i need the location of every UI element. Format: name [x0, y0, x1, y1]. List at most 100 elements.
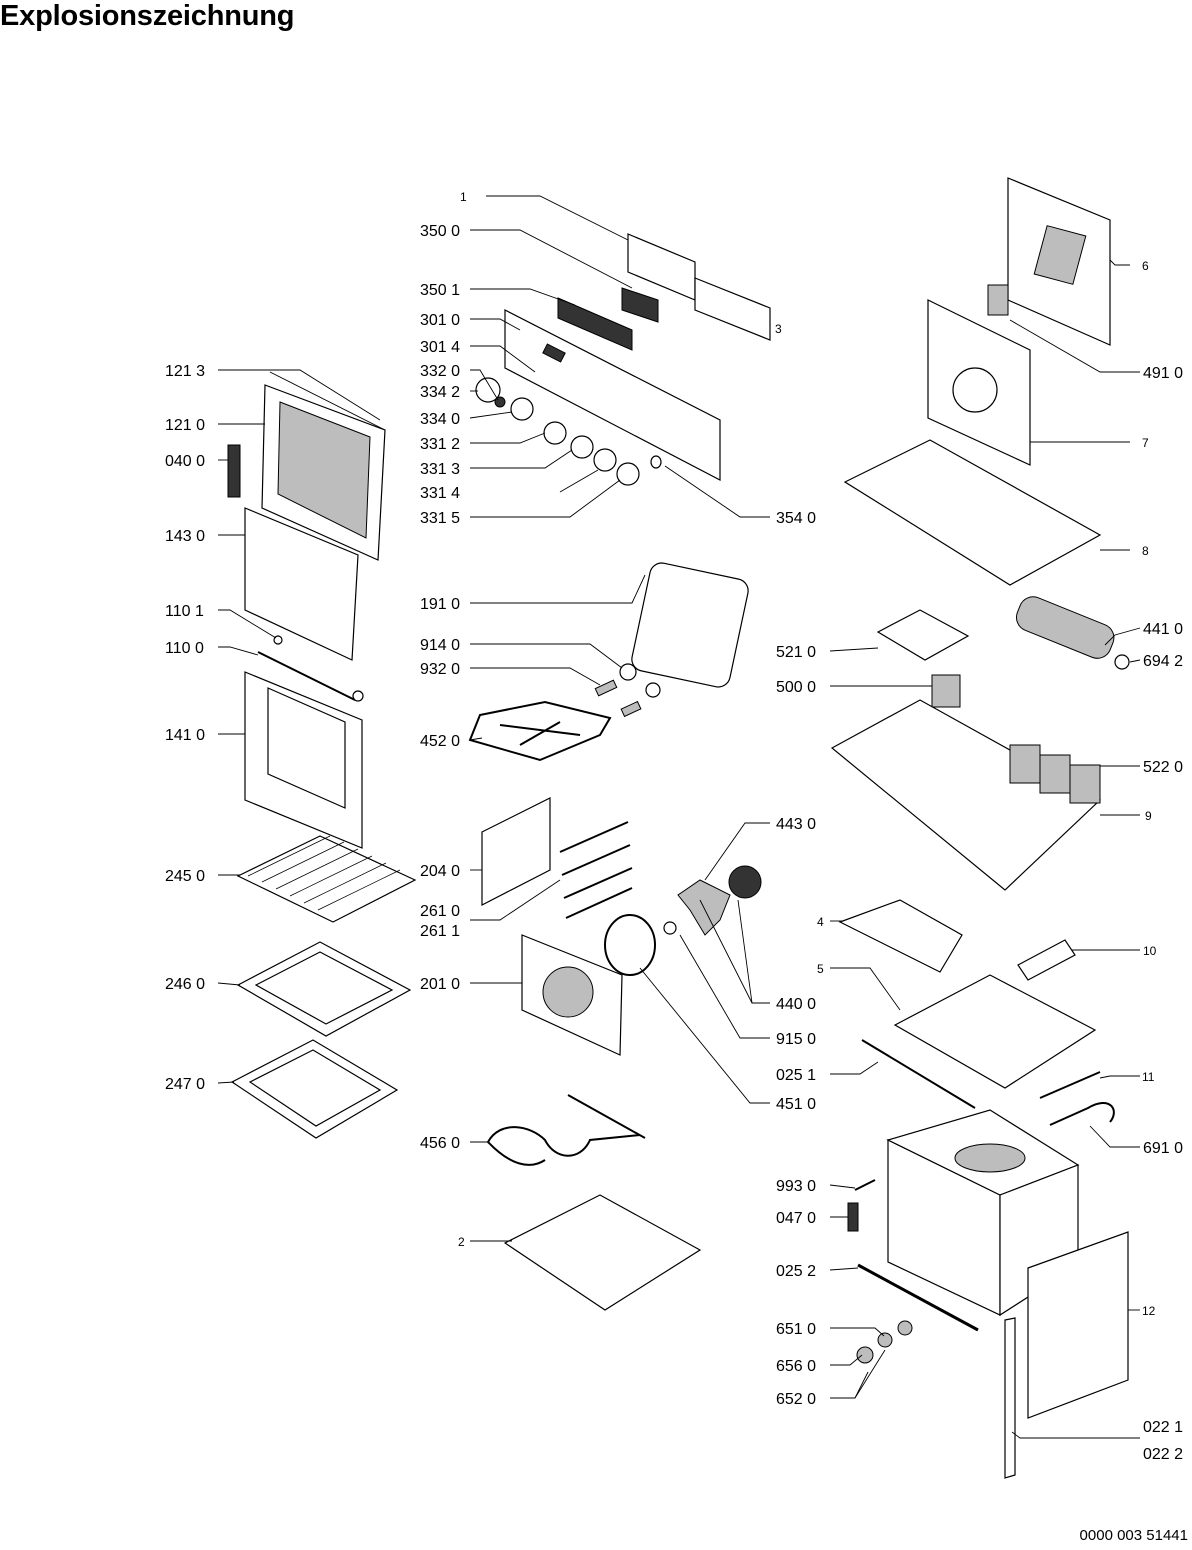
- callout-3: 3: [775, 322, 782, 336]
- part-knob-334-0: [510, 397, 534, 421]
- part-fan-connector-694-2: [1114, 654, 1130, 670]
- callout-354-0: 354 0: [776, 510, 816, 527]
- part-ring-heating-element: [604, 914, 656, 976]
- part-fan-cover-grille: [542, 966, 594, 1018]
- part-knob-331-3: [570, 435, 594, 459]
- part-switch-module-350-0: [621, 287, 659, 323]
- callout-204-0: 204 0: [420, 863, 460, 880]
- part-lamp-cover-914: [619, 663, 637, 681]
- callout-932-0: 932 0: [420, 661, 460, 678]
- callout-331-5: 331 5: [420, 510, 460, 527]
- part-knob-334-2: [475, 377, 501, 403]
- callout-441-0: 441 0: [1143, 621, 1183, 638]
- callout-110-0: 110 0: [165, 640, 204, 657]
- part-rail-025-1: [861, 1039, 976, 1109]
- parts-layer: [227, 177, 1130, 1479]
- part-clip-047: [847, 1202, 859, 1232]
- part-knob-331-4: [593, 448, 617, 472]
- callout-522-0: 522 0: [1143, 759, 1183, 776]
- part-button-656: [856, 1346, 874, 1364]
- part-fan-nut-915: [663, 921, 677, 935]
- callout-656-0: 656 0: [776, 1358, 816, 1375]
- part-bracket-4: [838, 899, 963, 973]
- callout-334-2: 334 2: [420, 384, 460, 401]
- callout-914-0: 914 0: [420, 637, 460, 654]
- callout-10: 10: [1143, 944, 1157, 958]
- part-side-panel-12: [1027, 1231, 1129, 1419]
- part-top-cover: [843, 439, 1102, 586]
- callout-143-0: 143 0: [165, 528, 205, 545]
- part-knob-332-0: [494, 396, 506, 408]
- callout-110-1: 110 1: [165, 603, 204, 620]
- callout-201-0: 201 0: [420, 976, 460, 993]
- part-door-hinge: [227, 444, 241, 498]
- callout-443-0: 443 0: [776, 816, 816, 833]
- callout-350-1: 350 1: [420, 282, 460, 299]
- part-door-seal: [631, 562, 749, 688]
- part-bottom-plate: [503, 1194, 702, 1311]
- part-door-clip-end: [352, 690, 364, 702]
- callout-047-0: 047 0: [776, 1210, 816, 1227]
- callout-022-1: 022 1: [1143, 1419, 1183, 1436]
- part-side-rail-022: [1004, 1317, 1016, 1479]
- callout-301-4: 301 4: [420, 339, 460, 356]
- part-outer-door-window: [267, 687, 346, 809]
- page-title: Explosionszeichnung: [0, 0, 295, 32]
- part-baking-tray-inner: [254, 951, 394, 1025]
- part-switch-module-350-1: [557, 297, 633, 351]
- callout-456-0: 456 0: [420, 1135, 460, 1152]
- part-transformer: [987, 284, 1009, 316]
- callout-261-1: 261 1: [420, 923, 460, 940]
- part-fan-motor: [728, 865, 762, 899]
- part-thermostat-691: [1049, 1102, 1115, 1126]
- callout-040-0: 040 0: [165, 453, 205, 470]
- part-wire-shelf-bars: [247, 835, 401, 911]
- callout-500-0: 500 0: [776, 679, 816, 696]
- part-control-module-521: [876, 609, 970, 661]
- callout-521-0: 521 0: [776, 644, 816, 661]
- callout-025-2: 025 2: [776, 1263, 816, 1280]
- callout-993-0: 993 0: [776, 1178, 816, 1195]
- part-door-switch-651b: [897, 1320, 913, 1336]
- part-rear-cover-vent: [1033, 225, 1087, 285]
- part-knob-331-2: [543, 421, 567, 445]
- part-knob-331-5: [616, 462, 640, 486]
- part-bottom-heating-element: [487, 1094, 646, 1166]
- part-panel-spacer-354-0: [650, 455, 662, 469]
- part-rod-11: [1039, 1071, 1101, 1099]
- callout-8: 8: [1142, 544, 1149, 558]
- callout-2: 2: [458, 1235, 465, 1249]
- leader-lines: [217, 195, 1141, 1439]
- part-side-panel-204: [481, 797, 551, 906]
- callout-651-0: 651 0: [776, 1321, 816, 1338]
- callout-301-0: 301 0: [420, 312, 460, 329]
- part-display-window: [542, 343, 566, 363]
- callout-915-0: 915 0: [776, 1031, 816, 1048]
- callout-350-0: 350 0: [420, 223, 460, 240]
- callout-261-0: 261 0: [420, 903, 460, 920]
- part-door-rod: [257, 651, 356, 701]
- part-bracket-10: [1017, 939, 1076, 981]
- document-number: 0000 003 51441: [1079, 1527, 1188, 1544]
- callout-245-0: 245 0: [165, 868, 205, 885]
- part-grill-pan-inner: [248, 1049, 382, 1127]
- callout-440-0: 440 0: [776, 996, 816, 1013]
- callout-452-0: 452 0: [420, 733, 460, 750]
- callout-121-3: 121 3: [165, 363, 205, 380]
- part-door-glass-inner: [277, 401, 371, 539]
- callout-331-3: 331 3: [420, 461, 460, 478]
- part-top-heating-element: [468, 700, 612, 762]
- part-lamp-cover-914b: [645, 682, 661, 698]
- callout-12: 12: [1142, 1304, 1156, 1318]
- part-rear-panel-fan-hole: [952, 367, 998, 413]
- callout-7: 7: [1142, 436, 1149, 450]
- part-door-switch-651: [877, 1332, 893, 1348]
- callout-121-0: 121 0: [165, 417, 205, 434]
- callout-141-0: 141 0: [165, 727, 205, 744]
- callout-191-0: 191 0: [420, 596, 460, 613]
- callout-4: 4: [817, 915, 824, 929]
- callout-491-0: 491 0: [1143, 365, 1183, 382]
- part-cooling-fan: [1015, 596, 1115, 659]
- part-wire-shelf: [236, 835, 417, 923]
